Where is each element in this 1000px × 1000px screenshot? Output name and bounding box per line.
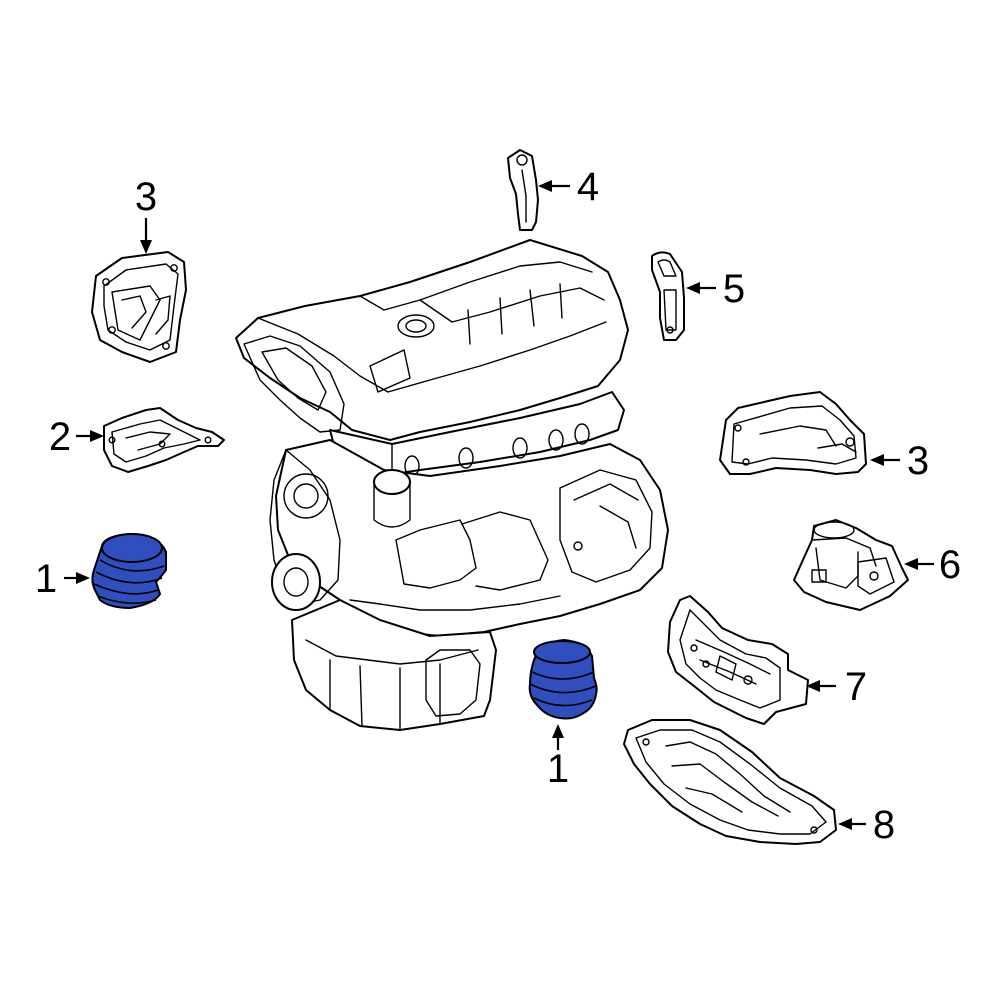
callout-1-bottom: 1	[547, 747, 569, 791]
callout-1-left: 1	[35, 557, 57, 601]
engine-mount-1-left[interactable]	[91, 533, 167, 609]
callout-4: 4	[577, 165, 599, 209]
bracket-3-left[interactable]	[91, 251, 187, 363]
bracket-4[interactable]	[507, 149, 539, 231]
engine-mount-1-bottom[interactable]	[528, 639, 598, 720]
callout-2: 2	[49, 415, 71, 459]
callout-7: 7	[845, 665, 867, 709]
callout-5: 5	[723, 267, 745, 311]
bracket-5[interactable]	[651, 251, 685, 341]
callout-3-left: 3	[135, 175, 157, 219]
skid-plate-8[interactable]	[623, 719, 837, 845]
engine-block	[235, 239, 669, 731]
callout-3-right: 3	[907, 439, 929, 483]
mount-6[interactable]	[793, 519, 909, 611]
callout-labels: 3 2 1 4 5 3 6 7 1 8	[35, 165, 961, 847]
callout-arrows	[64, 180, 934, 830]
bracket-3-right[interactable]	[719, 391, 867, 475]
callout-8: 8	[873, 803, 895, 847]
callout-6: 6	[939, 543, 961, 587]
bracket-7[interactable]	[667, 595, 809, 725]
bracket-2[interactable]	[103, 407, 225, 473]
